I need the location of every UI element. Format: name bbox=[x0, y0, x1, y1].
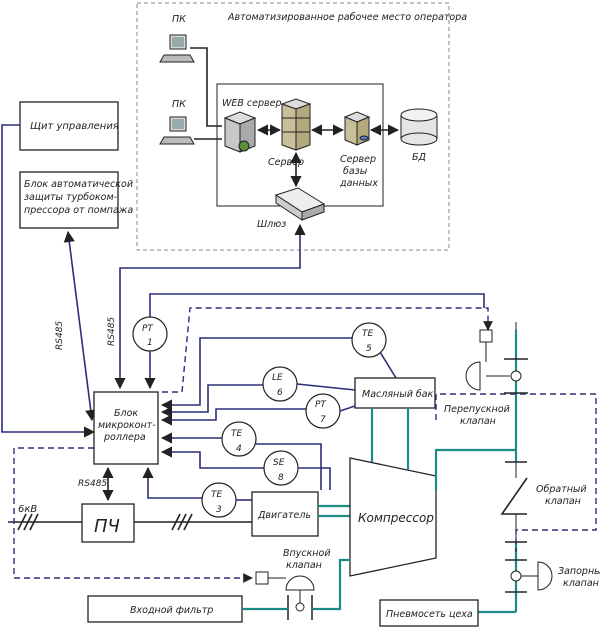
bypass-valve-label-1: Перепускной bbox=[444, 404, 510, 415]
microcontroller-box bbox=[93, 391, 159, 465]
vfd-box bbox=[81, 503, 135, 543]
te3-label: TE bbox=[211, 490, 222, 500]
server-icon bbox=[280, 98, 312, 151]
db-label: БД bbox=[412, 152, 426, 163]
shutoff-valve-label-1: Запорный bbox=[558, 566, 600, 577]
voltage-label: 6кВ bbox=[18, 504, 37, 515]
te5-link bbox=[160, 337, 352, 411]
pt7-label: PT bbox=[315, 400, 327, 410]
inlet-valve-label-2: клапан bbox=[286, 560, 322, 571]
pc-top-label: ПК bbox=[172, 14, 187, 25]
rs485-vert-right: RS485 bbox=[107, 317, 117, 346]
rs485-vert-left: RS485 bbox=[55, 321, 65, 350]
te4-num: 4 bbox=[236, 444, 242, 454]
pc-top-link bbox=[190, 47, 222, 127]
check-valve-label-1: Обратный bbox=[536, 484, 587, 495]
rs485-horiz: RS485 bbox=[78, 479, 107, 489]
db-server-icon bbox=[343, 111, 371, 146]
motor-label: Двигатель bbox=[257, 510, 311, 521]
te5-label: TE bbox=[362, 329, 373, 339]
control-panel-link bbox=[1, 124, 96, 438]
le6-num: 6 bbox=[277, 388, 283, 398]
antisurge-label-3: прессора от помпажа bbox=[24, 205, 133, 216]
antisurge-label-2: защиты турбоком- bbox=[24, 192, 118, 203]
bypass-valve-icon bbox=[465, 322, 528, 394]
shutoff-valve-label-2: клапан bbox=[563, 578, 599, 589]
se8-num: 8 bbox=[278, 473, 284, 483]
web-server-label: WEB сервер bbox=[222, 98, 282, 109]
compressor-label: Компрессор bbox=[358, 511, 434, 525]
mcu-label-2: микроконт- bbox=[98, 420, 156, 431]
le6-label: LE bbox=[272, 373, 283, 383]
web-server-icon bbox=[223, 111, 257, 153]
check-valve-label-2: клапан bbox=[545, 496, 581, 507]
control-panel-box bbox=[19, 101, 119, 151]
te4-circle bbox=[221, 421, 257, 457]
gateway-label: Шлюз bbox=[257, 219, 286, 230]
pc-mid-label: ПК bbox=[172, 99, 187, 110]
shutoff-valve-icon bbox=[505, 559, 553, 593]
te5-num: 5 bbox=[366, 344, 372, 354]
workstation-title: Автоматизированное рабочее место операто… bbox=[227, 12, 467, 23]
database-icon bbox=[400, 108, 438, 146]
pt1-label: PT bbox=[142, 324, 154, 334]
antisurge-link bbox=[63, 230, 97, 422]
bypass-control-dashed bbox=[162, 307, 493, 393]
inlet-control-dashed bbox=[13, 447, 253, 583]
antisurge-box bbox=[19, 171, 119, 229]
inlet-filter-label: Входной фильтр bbox=[130, 605, 213, 616]
mcu-label-1: Блок bbox=[114, 408, 138, 419]
db-server-label-1: Сервер bbox=[340, 154, 376, 165]
te4-label: TE bbox=[231, 429, 242, 439]
gateway-icon bbox=[274, 187, 326, 221]
motor-box bbox=[251, 491, 319, 537]
mcu-label-3: роллера bbox=[103, 432, 146, 443]
db-server-label-3: данных bbox=[339, 178, 378, 189]
inlet-valve-label-1: Впускной bbox=[283, 548, 331, 559]
te3-num: 3 bbox=[216, 505, 222, 515]
pt1-num: 1 bbox=[147, 338, 153, 348]
shutoff-dashed bbox=[435, 393, 597, 552]
vfd-label: ПЧ bbox=[94, 516, 120, 537]
pt7-num: 7 bbox=[320, 415, 326, 425]
server-label: Сервер bbox=[268, 157, 304, 168]
control-panel-label: Щит управления bbox=[30, 121, 119, 132]
pc-mid-icon bbox=[159, 116, 195, 145]
inlet-valve-icon bbox=[255, 571, 315, 620]
oil-tank-box bbox=[354, 377, 436, 409]
te5-circle bbox=[351, 322, 387, 358]
bypass-valve-label-2: клапан bbox=[460, 416, 496, 427]
oil-tank-label: Масляный бак bbox=[362, 389, 434, 400]
db-server-label-2: базы bbox=[343, 166, 368, 177]
pneumo-network-box bbox=[379, 599, 479, 627]
antisurge-label-1: Блок автоматической bbox=[24, 179, 133, 190]
pneumo-network-label: Пневмосеть цеха bbox=[386, 609, 473, 620]
se8-label: SE bbox=[273, 458, 285, 468]
inlet-filter-box bbox=[87, 595, 243, 623]
gateway-link bbox=[114, 223, 306, 390]
pc-top-icon bbox=[159, 34, 195, 63]
